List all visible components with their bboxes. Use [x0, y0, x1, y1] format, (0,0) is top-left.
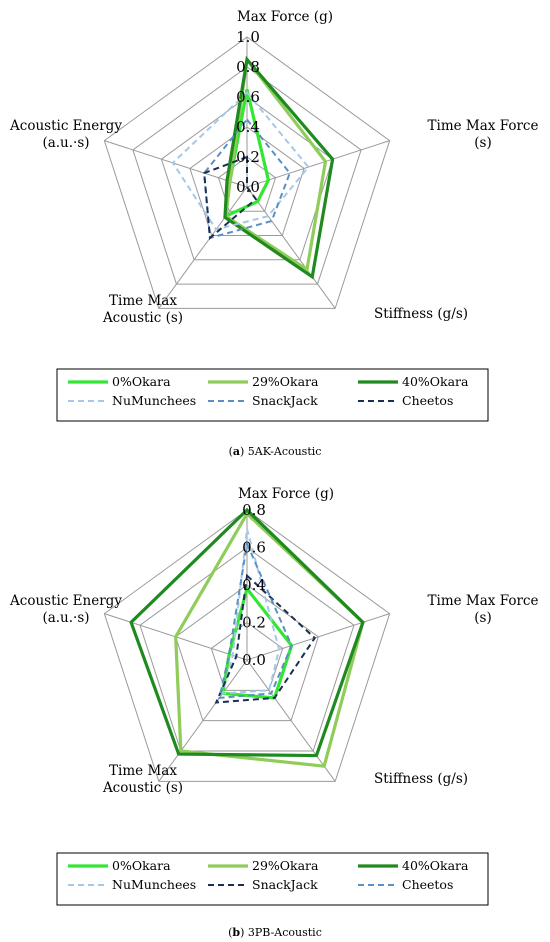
legend-label-b-5: Cheetos	[402, 877, 453, 892]
series-line-b-5	[218, 540, 293, 700]
axis-label-b-2: Stiffness (g/s)	[374, 771, 468, 787]
radar-axis-labels-b: Max Force (g) Time Max Force(s) Stiffness …	[9, 486, 538, 796]
grid-ring-a-1	[217, 156, 277, 212]
radar-ticks-b: 0.0 0.2 0.4 0.6 0.8	[242, 501, 266, 669]
legend-label-a-4: SnackJack	[252, 393, 318, 408]
tick-label-a-5: 1.0	[236, 28, 260, 46]
caption-a-letter: a	[233, 445, 240, 458]
series-line-a-2	[223, 55, 335, 280]
legend-label-a-3: NuMunchees	[112, 393, 196, 408]
caption-b-text: 3PB-Acoustic	[244, 926, 321, 939]
tick-label-b-0: 0.0	[242, 651, 266, 669]
legend-label-a-0: 0%Okara	[112, 374, 171, 389]
legend-label-b-1: 29%Okara	[252, 858, 319, 873]
tick-label-b-4: 0.8	[242, 501, 266, 519]
radar-series-a	[171, 55, 335, 280]
spoke-a-1	[246, 140, 390, 188]
axis-label-a-4: Acoustic Energy(a.u.·s)	[9, 118, 122, 151]
axis-label-b-0: Max Force (g)	[238, 486, 334, 502]
series-line-b-2	[129, 507, 365, 758]
caption-b: (b) 3PB-Acoustic	[228, 926, 322, 939]
grid-ring-a-3	[160, 96, 334, 261]
legend-a-box	[56, 368, 489, 422]
tick-label-b-2: 0.4	[242, 576, 266, 594]
radar-series-b	[129, 507, 365, 768]
grid-ring-b-4	[103, 509, 391, 782]
spoke-a-2	[246, 186, 336, 309]
legend-label-a-1: 29%Okara	[252, 374, 319, 389]
spoke-a-4	[104, 140, 248, 188]
grid-ring-a-5	[103, 36, 391, 309]
radar-axis-labels-a: Max Force (g) Time Max Force(s) Stiffness …	[9, 9, 538, 326]
series-line-b-0	[220, 585, 294, 700]
series-line-a-1	[224, 55, 328, 273]
legend-label-a-2: 40%Okara	[402, 374, 469, 389]
radar-chart-b: 0.0 0.2 0.4 0.6 0.8 Max Force (g) Time Max Fo…	[9, 486, 538, 796]
caption-a: (a) 5AK-Acoustic	[229, 445, 322, 458]
legend-label-b-2: 40%Okara	[402, 858, 469, 873]
series-line-a-5	[203, 155, 258, 240]
series-line-b-3	[221, 528, 281, 695]
series-line-b-4	[214, 573, 317, 704]
tick-label-a-3: 0.6	[236, 88, 260, 106]
spoke-b-1	[246, 613, 390, 661]
series-line-a-4	[203, 117, 291, 240]
legend-label-b-4: SnackJack	[252, 877, 318, 892]
axis-label-b-1: Time Max Force(s)	[428, 593, 539, 626]
legend-label-b-0: 0%Okara	[112, 858, 171, 873]
axis-label-a-2: Stiffness (g/s)	[374, 306, 468, 322]
axis-label-a-1: Time Max Force(s)	[428, 118, 539, 151]
caption-b-letter: b	[232, 926, 240, 939]
grid-ring-a-4	[132, 66, 362, 285]
grid-ring-a-2	[189, 126, 305, 237]
grid-ring-b-2	[175, 584, 319, 722]
grid-ring-b-1	[210, 621, 284, 691]
axis-label-b-4: Acoustic Energy(a.u.·s)	[9, 593, 122, 626]
spoke-a-3	[158, 186, 248, 309]
spoke-b-2	[246, 659, 336, 782]
grid-ring-b-3	[139, 546, 355, 752]
spoke-b-3	[158, 659, 248, 782]
axis-label-a-0: Max Force (g)	[237, 9, 333, 25]
legend-label-a-5: Cheetos	[402, 393, 453, 408]
legend-label-b-3: NuMunchees	[112, 877, 196, 892]
radar-ticks-a: 0.0 0.2 0.4 0.6 0.8 1.0	[236, 28, 260, 196]
legend-b-box	[56, 852, 489, 906]
tick-label-b-3: 0.6	[242, 539, 266, 557]
tick-label-a-0: 0.0	[236, 178, 260, 196]
tick-label-b-1: 0.2	[242, 614, 266, 632]
series-line-a-3	[171, 91, 310, 231]
tick-label-a-2: 0.4	[236, 118, 260, 136]
radar-chart-a: 0.0 0.2 0.4 0.6 0.8 1.0 Max Force (g) Time Max…	[9, 9, 538, 326]
tick-label-a-1: 0.2	[236, 148, 260, 166]
caption-a-text: 5AK-Acoustic	[244, 445, 321, 458]
tick-label-a-4: 0.8	[236, 58, 260, 76]
